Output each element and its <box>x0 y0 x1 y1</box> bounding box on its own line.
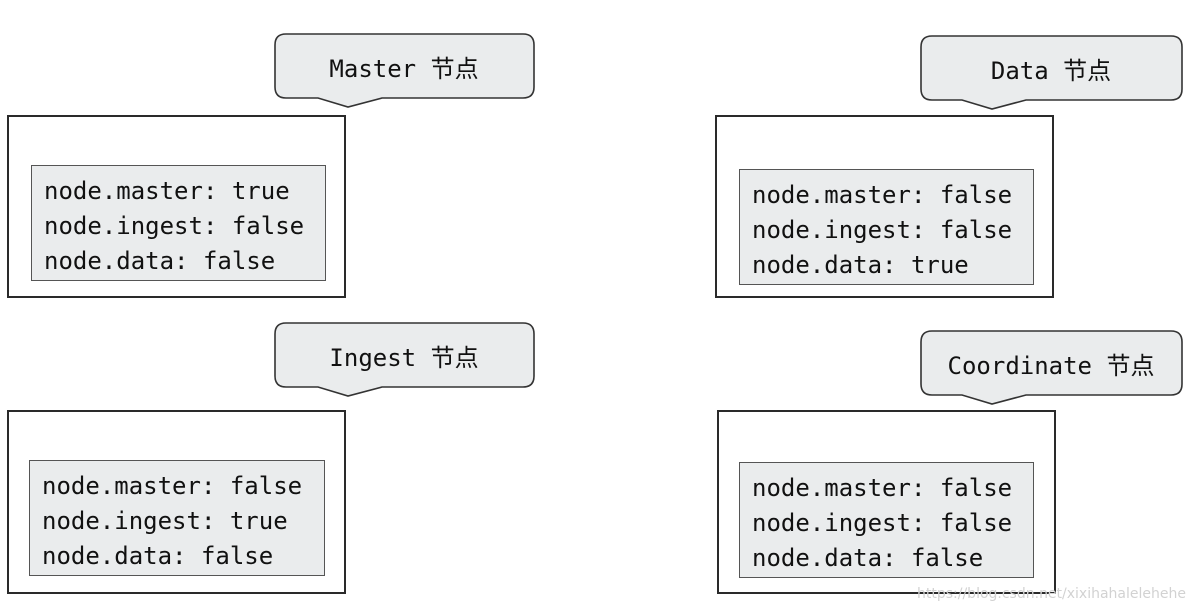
ingest-node-title: Ingest 节点 <box>329 343 479 372</box>
master-node-config: node.master: true node.ingest: false nod… <box>31 165 326 281</box>
config-line-ingest: node.ingest: false <box>44 212 305 240</box>
data-node-title: Data 节点 <box>990 56 1112 85</box>
config-line-data: node.data: true <box>752 251 969 279</box>
coordinate-node-callout: Coordinate 节点 <box>920 330 1184 405</box>
config-line-master: node.master: false <box>752 474 1013 502</box>
config-line-master: node.master: false <box>752 181 1013 209</box>
ingest-node-callout: Ingest 节点 <box>274 322 536 397</box>
config-line-ingest: node.ingest: false <box>752 216 1013 244</box>
config-line-ingest: node.ingest: false <box>752 509 1013 537</box>
config-line-ingest: node.ingest: true <box>42 507 288 535</box>
watermark: https://blog.csdn.net/xixihahalelehehe <box>917 586 1186 602</box>
data-node-config: node.master: false node.ingest: false no… <box>739 169 1034 285</box>
master-node-box: node.master: true node.ingest: false nod… <box>7 115 346 298</box>
config-line-data: node.data: false <box>44 247 276 275</box>
config-line-master: node.master: false <box>42 472 303 500</box>
master-node-callout: Master 节点 <box>274 33 536 108</box>
data-node-box: node.master: false node.ingest: false no… <box>715 115 1054 298</box>
ingest-node-config: node.master: false node.ingest: true nod… <box>29 460 325 576</box>
coordinate-node-box: node.master: false node.ingest: false no… <box>717 410 1056 594</box>
config-line-data: node.data: false <box>752 544 984 572</box>
ingest-node-box: node.master: false node.ingest: true nod… <box>7 410 346 594</box>
data-node-callout: Data 节点 <box>920 35 1184 110</box>
master-node-title: Master 节点 <box>329 54 479 83</box>
config-line-data: node.data: false <box>42 542 274 570</box>
config-line-master: node.master: true <box>44 177 290 205</box>
coordinate-node-config: node.master: false node.ingest: false no… <box>739 462 1034 578</box>
coordinate-node-title: Coordinate 节点 <box>947 351 1155 380</box>
